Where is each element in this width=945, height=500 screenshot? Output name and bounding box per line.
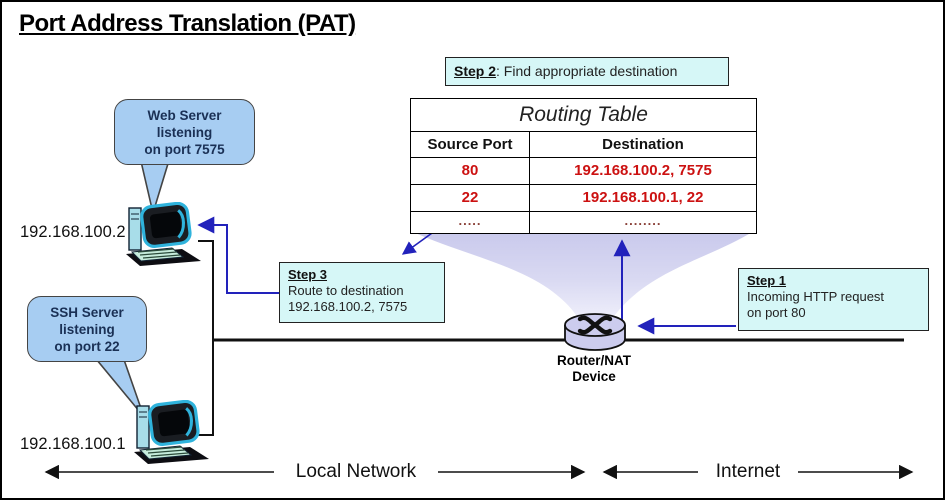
source-port-cell: 80 — [411, 158, 530, 184]
router-label-line2: Device — [572, 369, 616, 384]
routing-table-title: Routing Table — [411, 99, 756, 132]
routing-table: Routing Table Source Port Destination 80… — [410, 98, 757, 234]
step2-note: Step 2: Find appropriate destination — [445, 57, 729, 86]
routing-table-header-row: Source Port Destination — [411, 132, 756, 158]
web-server-computer-icon — [126, 202, 201, 266]
router-label-line1: Router/NAT — [557, 353, 631, 368]
step2-label: Step 2 — [454, 63, 497, 79]
internet-label: Internet — [698, 461, 798, 483]
step3-label: Step 3 — [288, 267, 328, 282]
ssh-server-ip: 192.168.100.1 — [20, 435, 126, 453]
step3-note: Step 3 Route to destination 192.168.100.… — [279, 262, 445, 323]
ssh-server-computer-icon — [134, 400, 209, 464]
web-bubble-line2: listening — [156, 125, 213, 140]
ssh-bubble-line3: on port 22 — [54, 339, 120, 354]
destination-cell: 192.168.100.1, 22 — [582, 189, 704, 206]
step1-line1: Incoming HTTP request — [747, 289, 885, 304]
step3-to-host-arrow — [197, 216, 279, 294]
table-row: 80 192.168.100.2, 7575 — [411, 158, 756, 185]
ssh-bubble-line2: listening — [59, 322, 115, 337]
ssh-bubble-line1: SSH Server — [50, 305, 124, 320]
destination-cell: ........ — [624, 213, 662, 228]
source-port-header: Source Port — [411, 132, 530, 157]
local-network-label: Local Network — [274, 461, 438, 483]
page-title: Port Address Translation (PAT) — [19, 10, 356, 37]
table-row: ..... ........ — [411, 212, 756, 233]
web-server-bubble: Web Server listening on port 7575 — [114, 99, 255, 165]
ssh-server-bubble: SSH Server listening on port 22 — [27, 296, 147, 362]
source-port-cell: 22 — [411, 185, 530, 211]
step1-label: Step 1 — [747, 273, 787, 288]
step1-note: Step 1 Incoming HTTP request on port 80 — [738, 268, 929, 331]
step1-line2: on port 80 — [747, 305, 806, 320]
step3-line2: 192.168.100.2, 7575 — [288, 299, 408, 314]
router-label: Router/NAT Device — [538, 353, 650, 385]
destination-header: Destination — [602, 136, 684, 153]
funnel-shape — [411, 231, 754, 319]
web-bubble-line1: Web Server — [147, 108, 222, 123]
source-port-cell: ..... — [411, 212, 530, 233]
web-bubble-line3: on port 7575 — [144, 142, 225, 157]
router-nat-icon — [564, 313, 626, 351]
step2-text: : Find appropriate destination — [496, 63, 678, 79]
step3-line1: Route to destination — [288, 283, 404, 298]
table-row: 22 192.168.100.1, 22 — [411, 185, 756, 212]
destination-cell: 192.168.100.2, 7575 — [574, 162, 712, 179]
host-bracket-line — [196, 240, 214, 436]
web-server-ip: 192.168.100.2 — [20, 223, 126, 241]
